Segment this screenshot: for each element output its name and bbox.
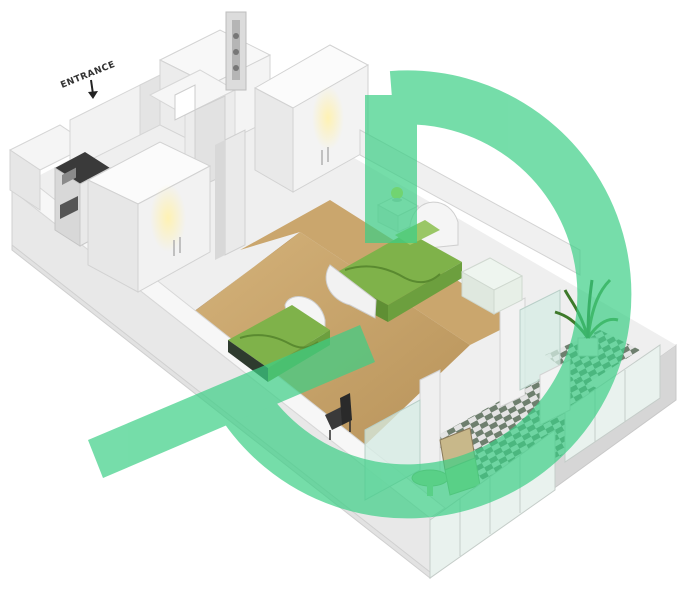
bed-right: [325, 201, 462, 322]
entrance-label: ENTRANCE: [59, 60, 117, 91]
arrow-down-icon: [88, 79, 98, 99]
desk-chair: [325, 393, 352, 440]
watermark-logo: [88, 70, 632, 519]
desk: [460, 257, 524, 315]
wardrobe-right: [253, 44, 370, 193]
wardrobe-left: [86, 141, 212, 293]
entrance-marker: ENTRANCE: [59, 60, 117, 99]
